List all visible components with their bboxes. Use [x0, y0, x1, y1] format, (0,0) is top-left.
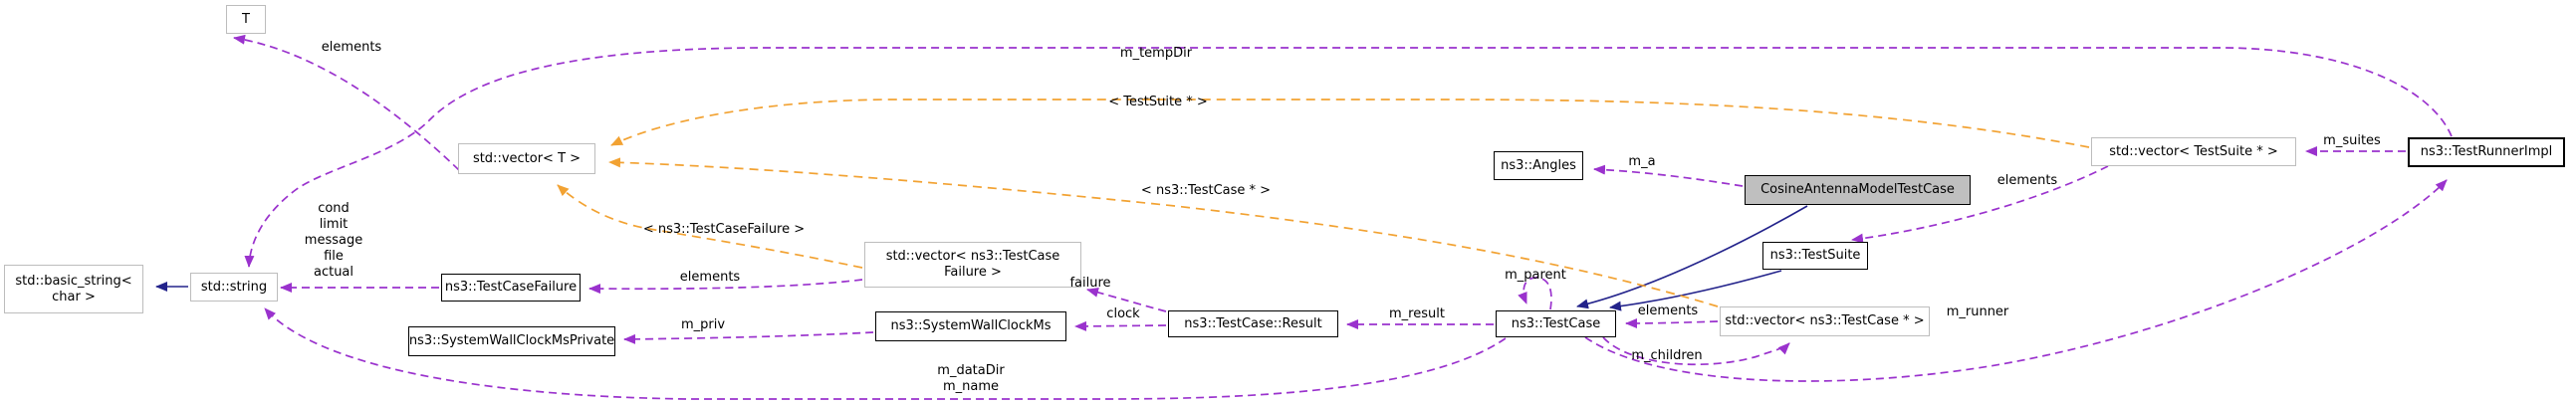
- node-std-vector-ns3-testcase-ptr: std::vector< ns3::TestCase * >: [1720, 306, 1930, 336]
- edge-usage-ns3-testcase-to-std-string: [264, 307, 1507, 400]
- edge-template-std-vector-testcasefailure-to-std-vector-t: [557, 184, 863, 269]
- node-ns3-testcase[interactable]: ns3::TestCase: [1496, 310, 1616, 337]
- edge-inheritance-cosineantennamodeltestcase-to-ns3-testcase: [1576, 205, 1808, 309]
- node-ns3-testsuite[interactable]: ns3::TestSuite: [1762, 242, 1868, 270]
- node-t: T: [226, 5, 266, 34]
- edge-usage-ns3-testcase-to-ns3-testrunnerimpl: [1584, 179, 2448, 382]
- node-ns3-testrunnerimpl[interactable]: ns3::TestRunnerImpl: [2408, 137, 2565, 167]
- node-ns3-systemwallclockms[interactable]: ns3::SystemWallClockMs: [875, 311, 1066, 341]
- edge-template-std-vector-testsuite-ptr-to-std-vector-t: [610, 99, 2090, 148]
- edge-usage-std-vector-testcasefailure-to-ns3-testcasefailure: [588, 279, 863, 295]
- node-std-basic-string: std::basic_string< char >: [4, 265, 143, 313]
- edge-usage-std-vector-testsuite-ptr-to-ns3-testsuite: [1851, 165, 2109, 244]
- edge-usage-std-vector-t-to-t: [233, 34, 460, 171]
- node-cosineantennamodeltestcase: CosineAntennaModelTestCase: [1745, 175, 1971, 205]
- edge-inheritance-ns3-testsuite-to-ns3-testcase: [1609, 270, 1782, 311]
- edge-usage-ns3-testcase-to-std-vector-ns3-testcase-ptr: [1602, 336, 1790, 366]
- node-ns3-angles[interactable]: ns3::Angles: [1494, 151, 1583, 180]
- edge-usage-std-vector-ns3-testcase-ptr-to-ns3-testcase: [1625, 317, 1719, 328]
- node-std-string: std::string: [190, 273, 278, 302]
- edge-usage-ns3-testrunnerimpl-to-std-string: [244, 47, 2453, 268]
- node-std-vector-t: std::vector< T >: [458, 143, 595, 174]
- edge-usage-ns3-testcase-to-ns3-testcase: [1518, 277, 1552, 310]
- node-ns3-systemwallclockmsprivate[interactable]: ns3::SystemWallClockMsPrivate: [408, 326, 615, 356]
- edge-usage-ns3-systemwallclockms-to-ns3-systemwallclockmsprivate: [623, 331, 874, 344]
- node-ns3-testcasefailure[interactable]: ns3::TestCaseFailure: [441, 274, 581, 302]
- node-ns3-testcase-result[interactable]: ns3::TestCase::Result: [1168, 310, 1338, 337]
- edge-usage-ns3-testcase-result-to-ns3-systemwallclockms: [1074, 320, 1167, 331]
- node-std-vector-testsuite-ptr: std::vector< TestSuite * >: [2091, 137, 2296, 166]
- edge-usage-ns3-testcase-result-to-std-vector-testcasefailure: [1086, 288, 1167, 312]
- edge-usage-cosineantennamodeltestcase-to-ns3-angles: [1593, 164, 1744, 187]
- node-std-vector-testcasefailure: std::vector< ns3::TestCase Failure >: [864, 242, 1081, 288]
- edge-template-std-vector-ns3-testcase-ptr-to-std-vector-t: [608, 157, 1719, 307]
